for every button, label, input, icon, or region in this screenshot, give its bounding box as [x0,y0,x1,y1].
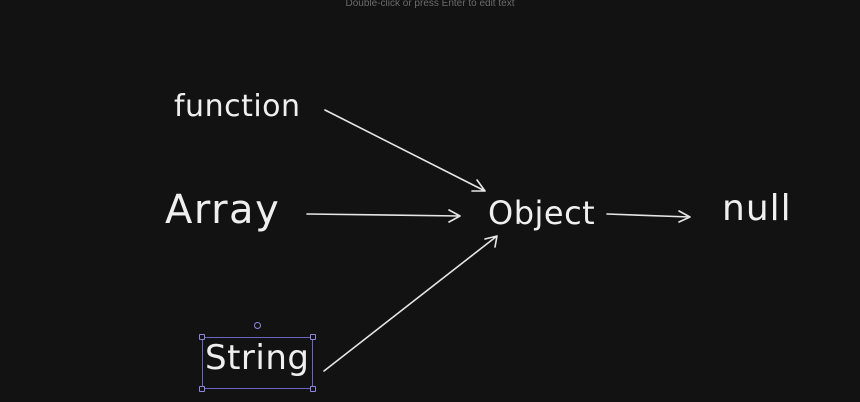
arrow-object-to-null[interactable] [606,210,691,223]
node-function[interactable]: function [174,89,301,124]
arrow-string-to-object[interactable] [323,235,498,372]
resize-handle-nw[interactable] [199,334,205,340]
node-object[interactable]: Object [488,194,596,232]
resize-handle-se[interactable] [310,386,316,392]
node-null[interactable]: null [722,188,792,229]
arrow-array-to-object[interactable] [306,209,461,223]
arrow-function-to-object[interactable] [324,109,486,192]
rotate-handle[interactable] [254,322,261,329]
edit-hint: Double-click or press Enter to edit text [345,0,515,9]
node-string[interactable]: String [205,338,310,378]
resize-handle-ne[interactable] [310,334,316,340]
resize-handle-sw[interactable] [199,386,205,392]
node-array[interactable]: Array [165,187,281,233]
